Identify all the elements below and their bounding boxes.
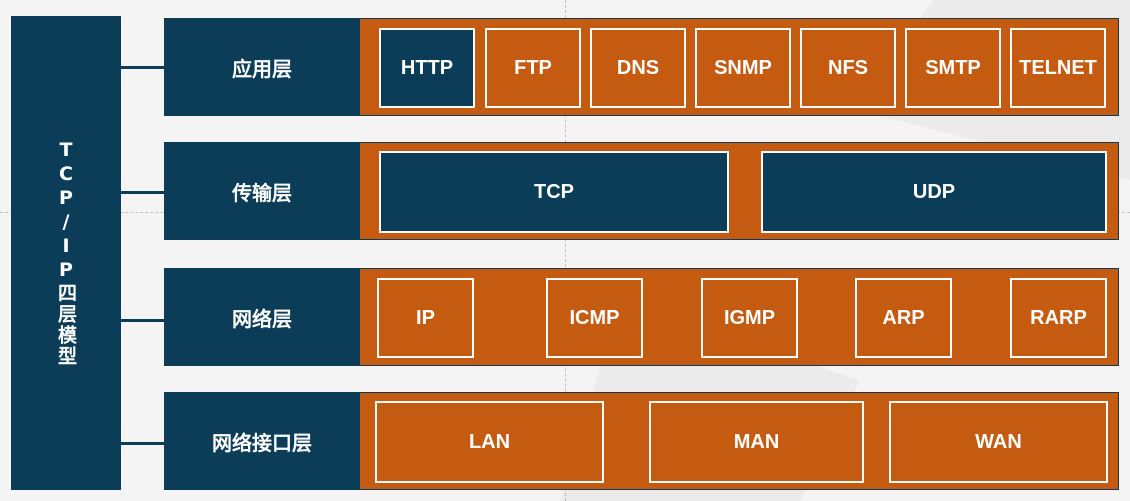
protocol-box: IP xyxy=(377,278,474,358)
protocol-box: UDP xyxy=(761,151,1107,233)
protocol-box: ARP xyxy=(855,278,952,358)
protocol-box: ICMP xyxy=(546,278,643,358)
protocol-box: SNMP xyxy=(695,28,791,108)
protocol-box: DNS xyxy=(590,28,686,108)
connector-line xyxy=(121,442,164,445)
protocol-box: MAN xyxy=(649,401,864,483)
protocol-box: TELNET xyxy=(1010,28,1106,108)
protocol-box: SMTP xyxy=(905,28,1001,108)
protocol-box: LAN xyxy=(375,401,604,483)
protocol-box: NFS xyxy=(800,28,896,108)
model-title-box: TCP/IP四层模型 xyxy=(11,16,121,490)
protocol-box: WAN xyxy=(889,401,1108,483)
model-title: TCP/IP四层模型 xyxy=(55,139,77,367)
protocol-box: IGMP xyxy=(701,278,798,358)
layer-label-application: 应用层 xyxy=(164,18,360,116)
layer-band-network-interface: LAN MAN WAN xyxy=(360,392,1119,490)
protocol-box: RARP xyxy=(1010,278,1107,358)
protocol-box: FTP xyxy=(485,28,581,108)
protocol-box: TCP xyxy=(379,151,729,233)
layer-label-network: 网络层 xyxy=(164,268,360,366)
layer-band-application: HTTP FTP DNS SNMP NFS SMTP TELNET xyxy=(360,18,1119,116)
layer-band-network: IP ICMP IGMP ARP RARP xyxy=(360,268,1119,366)
vertical-guide-line xyxy=(565,0,566,501)
connector-line xyxy=(121,319,164,322)
connector-line xyxy=(121,191,164,194)
connector-line xyxy=(121,66,164,69)
layer-label-transport: 传输层 xyxy=(164,142,360,240)
layer-label-network-interface: 网络接口层 xyxy=(164,392,360,490)
protocol-box: HTTP xyxy=(379,28,475,108)
layer-band-transport: TCP UDP xyxy=(360,142,1119,240)
